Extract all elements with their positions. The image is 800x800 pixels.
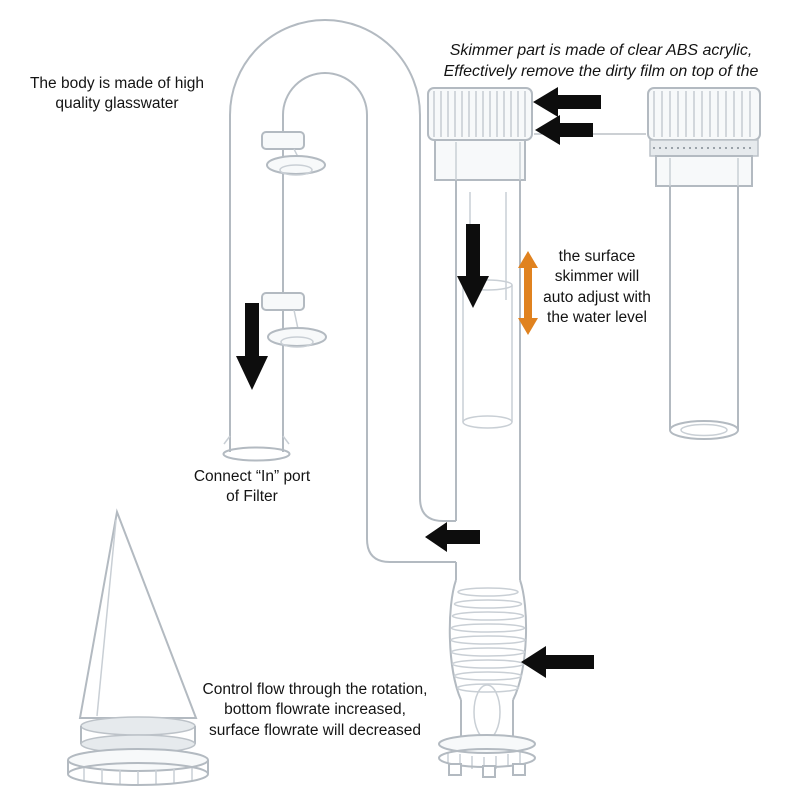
float-cap-ribs: [653, 91, 751, 137]
left-arrow-float-top: [533, 87, 601, 117]
annotation-skimmer-material: Skimmer part is made of clear ABS acryli…: [443, 42, 759, 81]
suction-cup-bottom: [261, 292, 327, 348]
left-arrow-junction: [425, 522, 480, 552]
pipe-outlet-opening: [222, 446, 291, 462]
annotation-body-material: The body is made of high quality glasswa…: [29, 75, 205, 113]
lily-pipe-body: [222, 19, 456, 563]
annotation-auto-adjust: the surface skimmer will auto adjust wit…: [543, 248, 651, 327]
down-arrow-body-tube: [236, 303, 268, 390]
nozzle-base: [67, 748, 209, 772]
pointed-nozzle-part: [67, 508, 209, 786]
down-arrow-skimmer-tube: [457, 224, 489, 308]
float-tube-opening: [669, 420, 739, 440]
base-foot: [512, 763, 526, 776]
annotation-arrows: [236, 87, 601, 678]
float-unit: [647, 87, 761, 440]
base-foot: [448, 763, 462, 776]
left-arrow-intake: [521, 646, 594, 678]
water-level-range-arrow: [518, 251, 538, 335]
intake-inner-tube: [473, 684, 501, 740]
cap-ribs: [433, 91, 526, 137]
annotation-connect-port: Connect “In” port of Filter: [193, 468, 311, 506]
inner-sleeve: [462, 285, 513, 422]
base-flange: [438, 734, 536, 754]
intake-cage: [438, 579, 536, 778]
annotation-flow-control: Control flow through the rotation, botto…: [202, 681, 428, 739]
skimmer-cap: [427, 87, 533, 181]
base-foot: [482, 765, 496, 778]
left-arrow-float-bottom: [535, 115, 593, 145]
suction-cup-top: [261, 131, 326, 176]
skimmer-column: [455, 180, 521, 580]
cage-coils: [450, 587, 526, 693]
